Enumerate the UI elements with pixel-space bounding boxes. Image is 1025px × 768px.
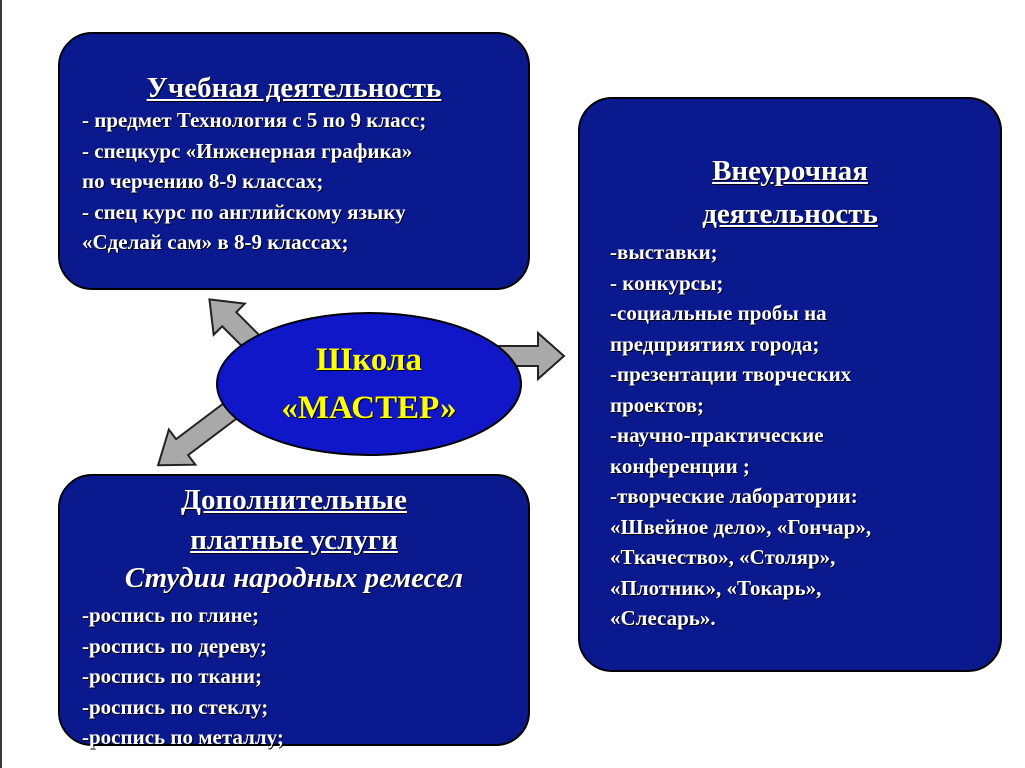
- extracurricular-title-line1: Внеурочная: [712, 155, 868, 187]
- left-edge-line: [0, 0, 2, 768]
- study-item: - предмет Технология с 5 по 9 класс;: [82, 108, 427, 132]
- extracurricular-item: - конкурсы;: [610, 270, 724, 295]
- master-label: «МАСТЕР»: [281, 390, 457, 426]
- extracurricular-item: проектов;: [610, 392, 705, 417]
- paid-services-item: -роспись по дереву;: [82, 633, 268, 658]
- paid-services-title-line1: Дополнительные: [181, 484, 407, 516]
- paid-services-item: -роспись по ткани;: [82, 664, 263, 688]
- extracurricular-item: конференции ;: [610, 453, 750, 478]
- study-item: «Сделай сам» в 8-9 классах;: [82, 230, 349, 254]
- study-item: - спецкурс «Инженерная графика»: [82, 138, 413, 163]
- school-master-ellipse: Школа «МАСТЕР»: [216, 312, 522, 456]
- study-activity-title: Учебная деятельность: [146, 72, 442, 104]
- extracurricular-item: -выставки;: [610, 240, 718, 264]
- extracurricular-item: «Швейное дело», «Гончар»,: [610, 514, 872, 539]
- extracurricular-item: «Слесарь».: [610, 606, 716, 630]
- extracurricular-item: -научно-практические: [610, 423, 824, 447]
- study-item: - спец курс по английскому языку: [82, 199, 406, 224]
- study-activity-box: Учебная деятельность - предмет Технологи…: [58, 32, 530, 290]
- extracurricular-item: «Ткачество», «Столяр»,: [610, 545, 836, 569]
- extracurricular-box: Внеурочная деятельность -выставки; - кон…: [578, 97, 1002, 672]
- paid-services-box: Дополнительные платные услуги Студии нар…: [58, 474, 530, 749]
- study-item: по черчению 8-9 классах;: [82, 169, 324, 193]
- paid-services-subtitle: Студии народных ремесел: [124, 562, 464, 594]
- school-label: Школа: [316, 342, 422, 378]
- extracurricular-item: -социальные пробы на: [610, 301, 827, 325]
- extracurricular-item: -презентации творческих: [610, 362, 852, 386]
- extracurricular-item: предприятиях города;: [610, 331, 820, 356]
- paid-services-title-line2: платные услуги: [190, 524, 398, 556]
- extracurricular-item: -творческие лаборатории:: [610, 484, 858, 508]
- paid-services-item: -роспись по стеклу;: [82, 694, 269, 719]
- extracurricular-item: «Плотник», «Токарь»,: [610, 575, 822, 600]
- extracurricular-title-line2: деятельность: [702, 198, 878, 230]
- paid-services-item: -роспись по металлу;: [82, 725, 284, 749]
- paid-services-item: -роспись по глине;: [82, 603, 259, 627]
